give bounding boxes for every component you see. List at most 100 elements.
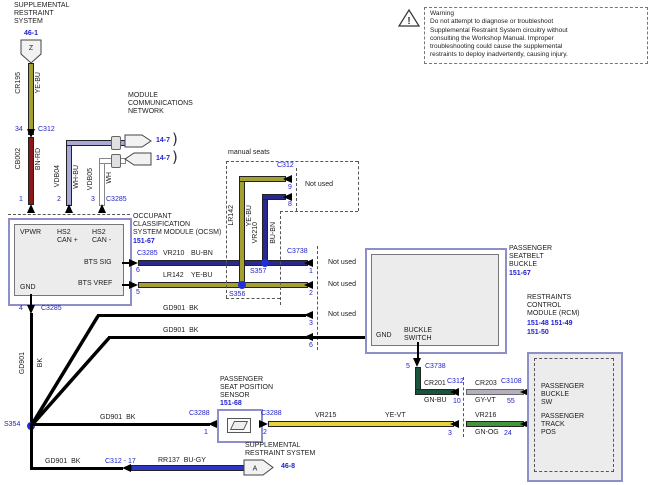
wire-vr216	[466, 421, 524, 427]
splice-s357-dot	[261, 259, 269, 267]
wire-vr210	[138, 260, 308, 266]
connector-c3108-label: C3108	[501, 378, 522, 385]
arrow-up-icon	[98, 204, 106, 213]
arrow-left-icon	[520, 420, 529, 428]
connector-c3285-label: C3285	[137, 250, 158, 257]
wire-cr201-name: CR201	[424, 380, 446, 387]
rcm-title: RESTRAINTS CONTROL MODULE (RCM)	[527, 294, 580, 317]
wire-lr142-color: YE-BU	[191, 272, 213, 279]
pin-5: 5	[136, 289, 140, 296]
wire-gd901-vertical	[30, 313, 33, 426]
mcn-page-ref: 14-7	[156, 155, 171, 162]
connector-a-label: A	[253, 466, 258, 473]
arrow-left-icon	[450, 420, 459, 428]
wire-stub	[417, 350, 419, 359]
wire-gd901-run1	[97, 314, 306, 317]
connector-c3738-label: C3738	[425, 363, 446, 370]
pin-3: 3	[448, 430, 452, 437]
ocsm-pin-bts-vref: BTS VREF	[78, 280, 113, 287]
splice-s357-label: S357	[250, 268, 267, 275]
manual-seats-border	[280, 211, 281, 305]
connector-c312-dashed-line	[463, 377, 464, 437]
pin-1: 1	[204, 429, 208, 436]
buckle-pin-switch: BUCKLE SWITCH	[404, 327, 433, 342]
arrow-left-icon	[304, 259, 313, 267]
ocsm-pin-hs2-plus: HS2 CAN +	[57, 229, 78, 244]
inline-connector-icon	[111, 154, 121, 168]
manual-seats-border	[280, 211, 358, 212]
wire-vdb04-color: WH-BU	[73, 165, 80, 189]
wire-cr203-name: CR203	[475, 380, 497, 387]
connector-c3288-label: C3288	[189, 410, 210, 417]
wire-vdb05-color: WH	[106, 172, 113, 184]
not-used-label: Not used	[328, 311, 357, 318]
wire-gd901-diagonals	[29, 315, 111, 428]
wire-stub	[122, 284, 130, 286]
wire-vr216-name: VR216	[475, 412, 497, 419]
connector-c312-17-label: C312 - 17	[105, 458, 136, 465]
srs-top-title: SUPPLEMENTAL RESTRAINT SYSTEM	[14, 2, 70, 25]
wire-cr203-color: GY-VT	[475, 397, 496, 404]
arrow-down-icon	[413, 358, 421, 367]
connector-c312-label: C312	[38, 126, 55, 133]
rcm-inner-dashed-box	[534, 358, 614, 472]
arrow-up-icon	[65, 204, 73, 213]
warning-triangle-icon: !	[397, 8, 421, 27]
wire-vdb04-name: VDB04	[54, 165, 61, 188]
wire-lr142	[138, 282, 308, 288]
buckle-page-ref: 151-67	[509, 270, 531, 277]
wire-vr210-color: BU-BN	[191, 250, 213, 257]
arrow-right-icon	[129, 281, 138, 289]
wire-vr215-color: YE-VT	[385, 412, 406, 419]
ocsm-pin-vpwr: VPWR	[20, 229, 41, 236]
connector-c3738-dashed-line	[317, 246, 318, 350]
pin-6: 6	[136, 267, 140, 274]
arrow-right-icon	[259, 420, 268, 428]
rcm-pin-track-pos: PASSENGER TRACK POS	[541, 413, 585, 436]
manual-seats-label: manual seats	[228, 149, 270, 156]
arrow-left-icon	[304, 311, 313, 319]
network-out-connector-icon	[124, 134, 152, 148]
wire-gd901-label: GD901 BK	[163, 327, 199, 334]
not-used-label: Not used	[328, 259, 357, 266]
arrow-right-icon	[129, 259, 138, 267]
srs-top-page-ref: 46-1	[24, 30, 39, 37]
pin-10: 10	[453, 398, 461, 405]
wire-vr210-name: VR210	[252, 222, 259, 244]
ocsm-page-ref: 151-67	[133, 238, 155, 245]
arrow-left-icon	[283, 193, 292, 201]
wire-vr210-riser	[262, 194, 268, 265]
wire-cr195-color: YE-BU	[35, 72, 42, 94]
connector-z-label: Z	[29, 45, 34, 52]
wire-gd901-run2	[108, 336, 372, 339]
rcm-page-refs: 151-48 151-49	[527, 320, 573, 327]
arrow-left-icon	[304, 333, 313, 341]
wire-gd901-vertical2	[30, 426, 33, 470]
wire-lr142-name: LR142	[228, 205, 235, 226]
pin-2: 2	[263, 429, 267, 436]
arrow-left-icon	[122, 464, 131, 472]
wire-vr215	[268, 421, 454, 427]
wire-gd901-run3	[33, 423, 210, 426]
pin-1: 1	[19, 196, 23, 203]
wire-cr201	[415, 389, 455, 395]
srs-bottom-title: SUPPLEMENTAL RESTRAINT SYSTEM	[245, 442, 316, 457]
splice-s356-label: S356	[229, 291, 246, 298]
wire-cb002	[28, 137, 34, 205]
wire-stub	[30, 294, 32, 306]
manual-seats-border	[358, 161, 359, 211]
arrow-left-icon	[450, 388, 459, 396]
network-in-connector-icon	[124, 152, 152, 166]
rcm-pin-buckle-sw: PASSENGER BUCKLE SW	[541, 383, 585, 406]
connector-c3285-label: C3285	[106, 196, 127, 203]
pin-9: 9	[288, 184, 292, 191]
wire-stub	[417, 342, 419, 350]
wire-cb002-color: BN-RD	[35, 148, 42, 171]
arrow-down-icon	[27, 129, 35, 138]
arrow-left-icon	[283, 175, 292, 183]
pin-5: 5	[406, 363, 410, 370]
wire-vdb04-riser	[66, 140, 72, 206]
ocsm-pin-bts-sig: BTS SIG	[84, 259, 112, 266]
rcm-box	[527, 352, 623, 482]
warning-text: Warning Do not attempt to diagnose or tr…	[430, 10, 568, 59]
